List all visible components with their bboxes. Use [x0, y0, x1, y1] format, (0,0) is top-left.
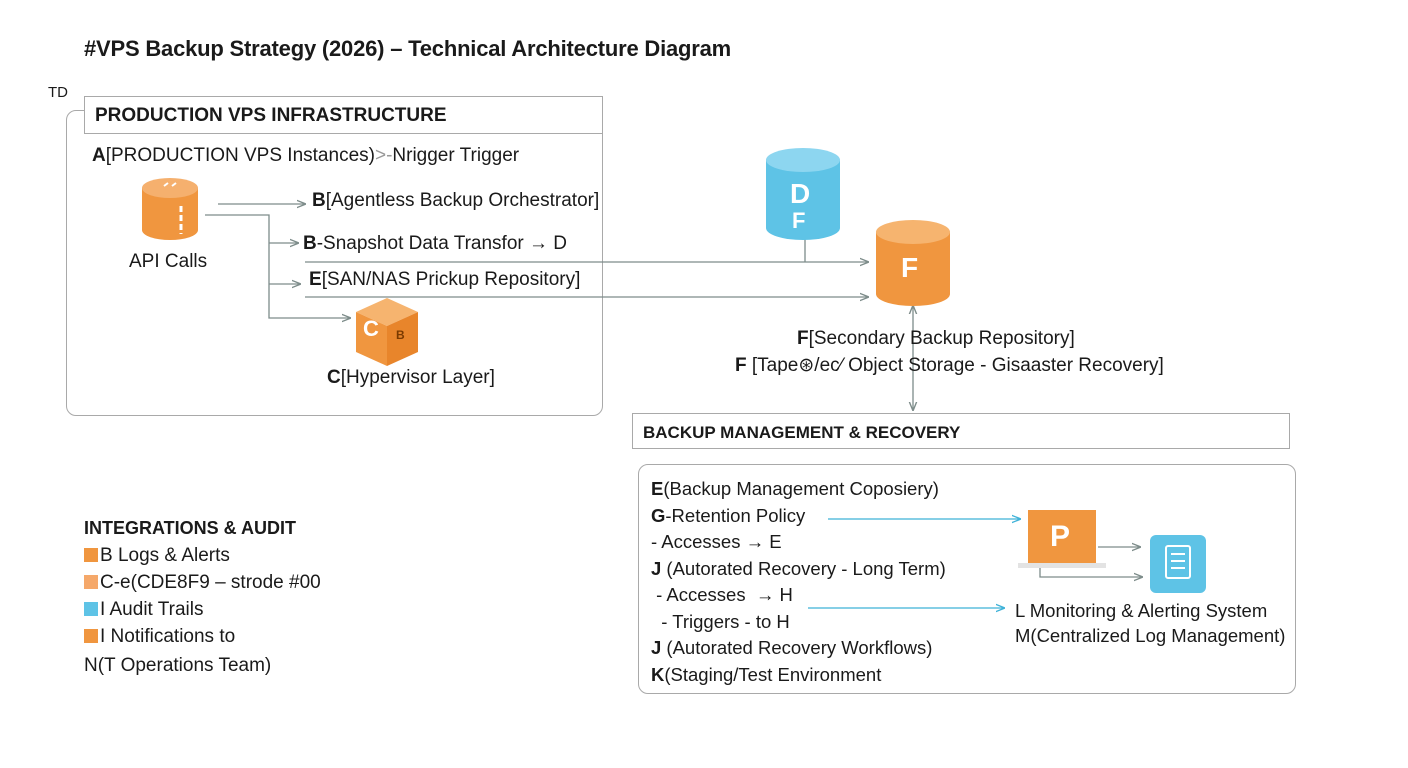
- management-connectors: [808, 519, 1020, 608]
- cylinder-f-letter: F: [901, 252, 919, 283]
- diagram-title: #VPS Backup Strategy (2026) – Technical …: [84, 36, 732, 61]
- integration-item: C-e(CDE8F9 – strode #00: [84, 572, 321, 594]
- monitoring-label: L Monitoring & Alerting System: [1015, 600, 1268, 621]
- management-item: - Triggers - to H: [651, 610, 790, 632]
- hypervisor-icon-badge: B: [396, 328, 405, 342]
- management-header: BACKUP MANAGEMENT & RECOVERY: [632, 413, 1290, 449]
- blue-swatch: [84, 602, 98, 616]
- node-f-tape-label: F [Tape⊛/ec⁄ Object Storage - Gisaaster …: [735, 355, 1164, 376]
- production-connectors: [205, 204, 913, 410]
- cylinder-f-icon: [876, 220, 950, 306]
- node-a-label: A[PRODUCTION VPS Instances)>-Nrigger Tri…: [92, 145, 520, 166]
- management-container: [638, 464, 1296, 694]
- management-item: J (Autorated Recovery - Long Term): [651, 557, 946, 579]
- management-item: K(Staging/Test Environment: [651, 663, 882, 685]
- cylinder-d-icon: [766, 148, 840, 240]
- management-item: J (Autorated Recovery Workflows): [651, 637, 933, 658]
- integrations-title: INTEGRATIONS & AUDIT: [84, 518, 296, 538]
- laptop-icon: [1018, 510, 1106, 568]
- integration-item: I Audit Trails: [84, 599, 204, 621]
- orange-swatch: [84, 548, 98, 562]
- production-header: PRODUCTION VPS INFRASTRUCTURE: [84, 96, 603, 134]
- log-management-label: M(Centralized Log Management): [1015, 625, 1286, 646]
- hypervisor-cube-icon: [356, 298, 418, 366]
- integration-item: I Notifications to: [84, 626, 235, 648]
- integration-last-line: N(T Operations Team): [84, 655, 272, 676]
- management-item: G-Retention Policy: [651, 504, 806, 526]
- cylinder-d-letter: D: [790, 178, 811, 209]
- hypervisor-icon-letter: C: [363, 316, 379, 341]
- node-e-label: E[SAN/NAS Prickup Repository]: [309, 269, 581, 290]
- laptop-letter: P: [1050, 520, 1071, 553]
- laptop-connectors: [1039, 547, 1142, 577]
- management-item: - Accesses → H: [651, 584, 793, 605]
- api-calls-label: API Calls: [129, 251, 208, 272]
- node-c-label: C[Hypervisor Layer]: [327, 367, 495, 388]
- integration-item: B Logs & Alerts: [84, 545, 230, 567]
- vps-server-icon: [142, 178, 198, 240]
- node-b-snapshot-label: B-Snapshot Data Transfor → D: [303, 233, 568, 254]
- management-item: - Accesses → E: [651, 531, 782, 552]
- log-document-icon: [1150, 535, 1206, 593]
- light-orange-swatch: [84, 575, 98, 589]
- direction-label: TD: [48, 84, 68, 101]
- management-item: E(Backup Management Coposiery): [651, 478, 939, 499]
- node-b-orchestrator-label: B[Agentless Backup Orchestrator]: [312, 190, 600, 211]
- management-list: E(Backup Management Coposiery) G-Retenti…: [651, 476, 946, 688]
- orange-swatch: [84, 629, 98, 643]
- node-f-secondary-label: F[Secondary Backup Repository]: [797, 328, 1075, 349]
- cylinder-d-letter-2: F: [792, 208, 806, 233]
